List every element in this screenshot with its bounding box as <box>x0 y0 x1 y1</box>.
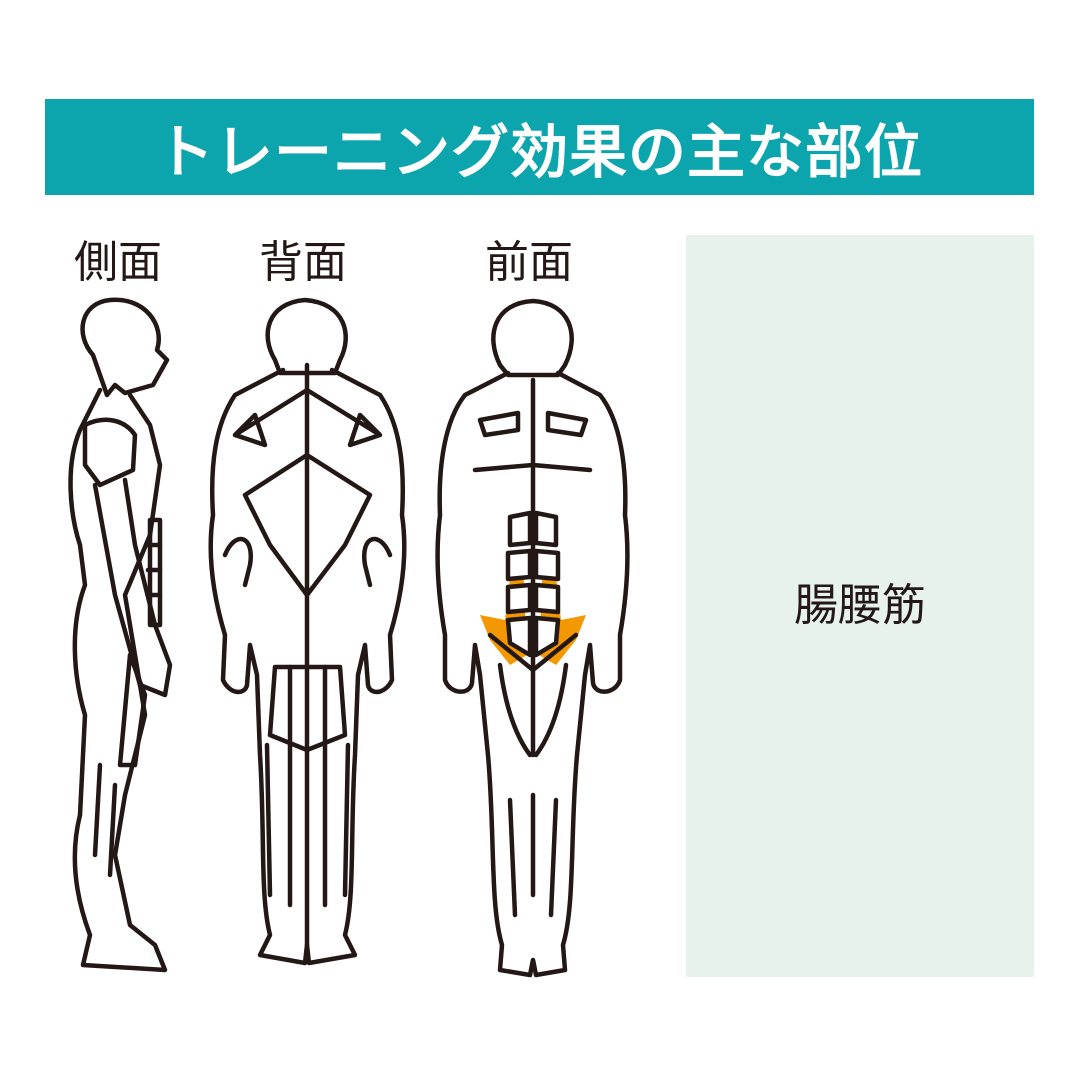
title-bar: トレーニング効果の主な部位 <box>45 99 1034 195</box>
target-muscle-panel: 腸腰筋 <box>686 235 1034 977</box>
back-view-label: 背面 <box>259 237 347 288</box>
target-muscle-label: 腸腰筋 <box>794 580 926 631</box>
front-body-icon <box>435 298 630 978</box>
side-body-icon <box>68 297 173 973</box>
back-body-icon <box>208 297 407 966</box>
side-view-label: 側面 <box>74 237 162 288</box>
front-view-figure <box>430 295 640 985</box>
page-title: トレーニング効果の主な部位 <box>155 118 923 186</box>
front-view-label: 前面 <box>485 237 573 288</box>
back-view-figure <box>205 295 410 985</box>
side-view-figure <box>55 295 185 985</box>
